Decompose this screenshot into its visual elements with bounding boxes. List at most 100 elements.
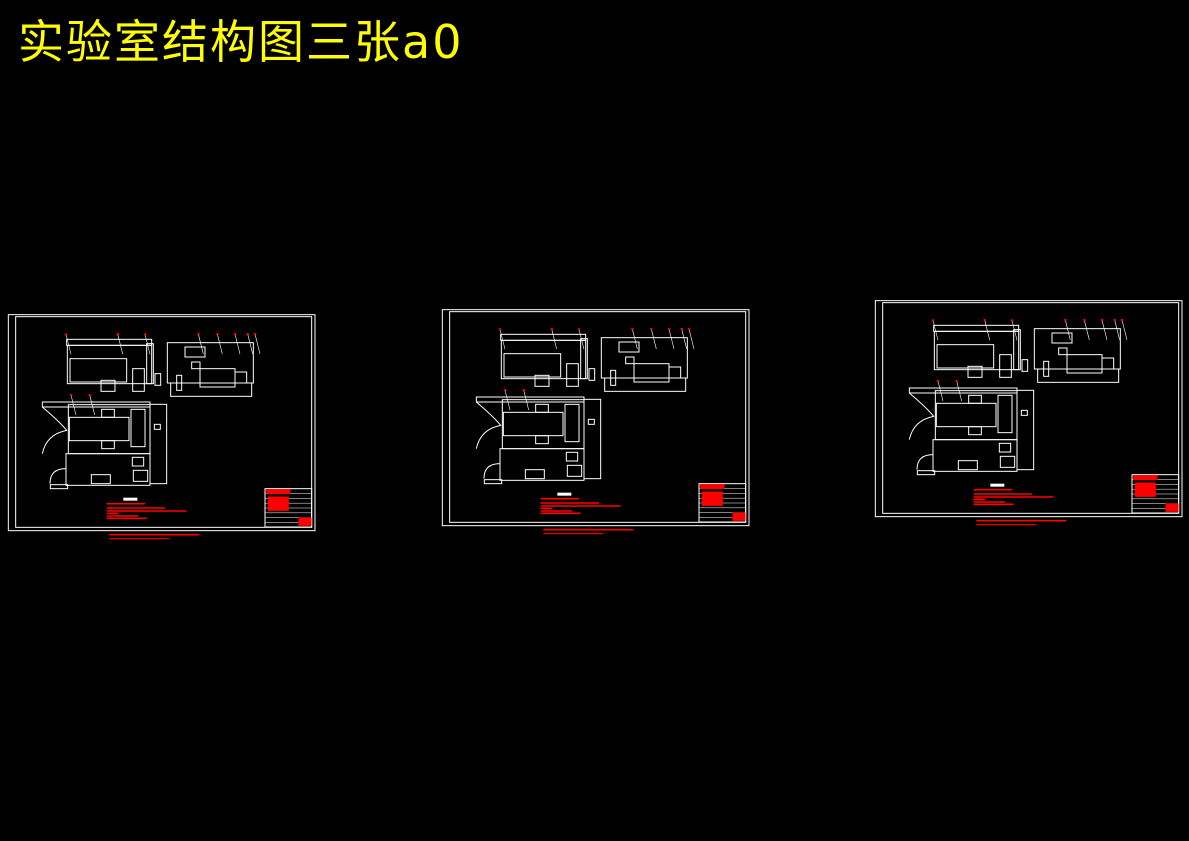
sheet-2[interactable]: [441, 309, 750, 535]
title-block-red-cell: [701, 491, 723, 506]
plan-heading-mark: [557, 492, 572, 496]
callout-marker: [116, 333, 119, 336]
drawing-element: [565, 451, 579, 462]
callout-marker: [234, 333, 237, 336]
callout-marker: [216, 333, 219, 336]
title-block-red-cell: [266, 489, 291, 495]
sheet-inner-border: [15, 316, 313, 528]
drawing-element: [1058, 347, 1068, 356]
drawing-element: [936, 344, 995, 369]
drawing-element: [131, 456, 145, 467]
drawing-element: [1066, 354, 1103, 374]
drawing-element: [500, 339, 587, 380]
drawing-element: [998, 442, 1012, 453]
drawing-element: [176, 374, 183, 391]
drawing-element: [524, 469, 545, 480]
drawing-element: [1013, 329, 1021, 371]
leader-line: [217, 333, 223, 355]
door-swing-arc: [908, 392, 935, 440]
drawing-element: [500, 333, 587, 341]
callout-marker: [937, 380, 940, 383]
drawing-element: [69, 358, 128, 383]
drawing-element: [146, 343, 154, 385]
leader-line: [937, 380, 944, 402]
leader-line: [1065, 319, 1071, 341]
drawing-element: [588, 368, 596, 381]
leader-line: [504, 389, 511, 411]
drawing-element: [234, 371, 248, 384]
sheet-1[interactable]: [7, 314, 316, 540]
title-block-red-cell: [732, 512, 746, 521]
leader-line: [1011, 320, 1018, 341]
callout-marker: [1101, 319, 1104, 322]
drawing-element: [503, 353, 562, 378]
drawing-element: [1033, 328, 1121, 370]
drawing-element: [535, 435, 549, 445]
drawing-element: [933, 324, 1020, 332]
sheet-inner-border: [882, 302, 1180, 514]
callout-marker: [680, 328, 683, 331]
drawing-element: [132, 368, 145, 392]
drawing-element: [130, 408, 146, 448]
sheet-inner-border: [449, 311, 747, 523]
drawing-element: [999, 354, 1012, 378]
drawing-element: [1020, 409, 1028, 416]
callout-marker: [65, 333, 68, 336]
drawing-element: [668, 366, 682, 379]
drawing-element: [166, 342, 254, 384]
leader-line: [1114, 319, 1120, 341]
drawing-element: [932, 439, 1018, 472]
drawing-element: [153, 423, 161, 430]
drawing-element: [1043, 360, 1050, 377]
leader-line: [89, 394, 95, 416]
drawing-element: [66, 344, 153, 385]
callout-marker: [932, 319, 935, 322]
drawing-element: [566, 363, 579, 387]
drawing-element: [68, 416, 130, 442]
callout-marker: [1064, 319, 1067, 322]
door-swing-arc: [483, 463, 501, 479]
leader-line: [247, 333, 253, 355]
callout-marker: [1121, 319, 1124, 322]
callout-marker: [1113, 319, 1116, 322]
leader-line: [984, 319, 990, 341]
drawing-element: [170, 382, 253, 397]
callout-marker: [668, 328, 671, 331]
drawing-element: [618, 341, 640, 353]
drawing-element: [534, 374, 550, 387]
callout-marker: [1011, 319, 1014, 322]
drawing-element: [610, 369, 617, 386]
drawing-element: [1016, 389, 1035, 471]
drawing-element: [935, 402, 997, 428]
door-swing-arc: [41, 406, 68, 454]
drawing-element: [967, 365, 983, 378]
leader-line: [651, 328, 657, 350]
callout-marker: [70, 394, 73, 397]
callout-marker: [246, 333, 249, 336]
drawing-element: [101, 440, 115, 450]
callout-marker: [983, 319, 986, 322]
callout-marker: [144, 333, 147, 336]
leader-line: [578, 329, 585, 350]
drawing-element: [535, 403, 549, 413]
drawing-element: [101, 408, 115, 418]
drawing-element: [100, 379, 116, 392]
sheet-outer-border: [874, 300, 1183, 518]
callout-marker: [550, 328, 553, 331]
drawing-element: [90, 474, 111, 485]
leader-line: [1121, 319, 1128, 341]
leader-line: [681, 328, 687, 350]
leader-line: [234, 333, 241, 355]
plan-heading-mark: [990, 483, 1005, 487]
leader-line: [117, 333, 123, 355]
callout-marker: [504, 389, 507, 392]
leader-line: [668, 328, 675, 350]
drawing-element: [968, 394, 982, 404]
leader-line: [632, 328, 638, 350]
callout-marker: [955, 380, 958, 383]
drawing-element: [1051, 332, 1073, 344]
sheet-3[interactable]: [874, 300, 1183, 526]
drawing-element: [1037, 368, 1120, 383]
leader-line: [688, 328, 695, 350]
